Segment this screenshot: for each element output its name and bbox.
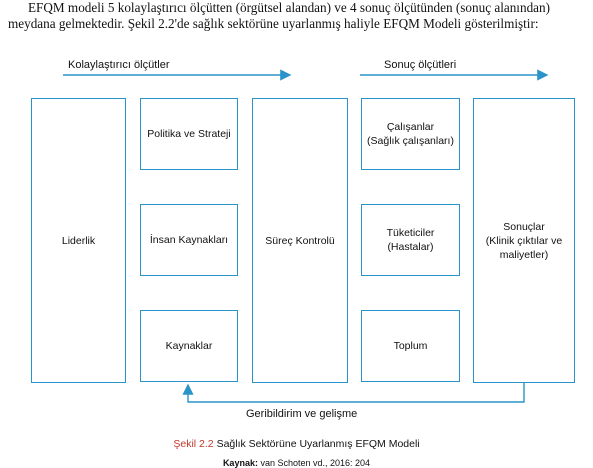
box-people: İnsan Kaynakları <box>140 204 238 276</box>
paragraph-line-1: EFQM modeli 5 kolaylaştırıcı ölçütten (ö… <box>28 0 551 15</box>
intro-paragraph: EFQM modeli 5 kolaylaştırıcı ölçütten (ö… <box>8 0 593 32</box>
box-results: Sonuçlar (Klinik çıktılar ve maliyetler) <box>473 98 575 383</box>
box-employees: Çalışanlar (Sağlık çalışanları) <box>361 98 460 170</box>
results-label: Sonuç ölçütleri <box>384 59 457 71</box>
process-label: Süreç Kontrolü <box>265 234 335 247</box>
source-label: Kaynak: <box>222 458 258 468</box>
box-customers: Tüketiciler (Hastalar) <box>361 204 460 276</box>
feedback-label: Geribildirim ve gelişme <box>246 408 358 420</box>
paragraph-line-2: meydana gelmektedir. Şekil 2.2'de sağlık… <box>8 16 539 31</box>
policy-label: Politika ve Strateji <box>147 128 231 140</box>
figure-title: Sağlık Sektörüne Uyarlanmış EFQM Modeli <box>216 438 420 450</box>
box-process-control: Süreç Kontrolü <box>252 98 348 383</box>
box-leadership: Liderlik <box>31 98 126 383</box>
customers-label: Tüketiciler (Hastalar) <box>386 227 435 253</box>
figure-caption: Şekil 2.2 Sağlık Sektörüne Uyarlanmış EF… <box>0 438 593 450</box>
people-label: İnsan Kaynakları <box>149 234 229 246</box>
employees-label: Çalışanlar (Sağlık çalışanları) <box>367 121 454 147</box>
box-policy-strategy: Politika ve Strateji <box>140 98 238 170</box>
box-resources: Kaynaklar <box>140 310 238 382</box>
results-box-label: Sonuçlar (Klinik çıktılar ve maliyetler) <box>485 220 563 261</box>
society-label: Toplum <box>393 340 428 352</box>
source-text: van Schoten vd., 2016: 204 <box>260 458 371 468</box>
figure-number: Şekil 2.2 <box>173 438 214 450</box>
enablers-label: Kolaylaştırıcı ölçütler <box>68 59 170 71</box>
leadership-label: Liderlik <box>61 234 96 247</box>
figure-source: Kaynak: van Schoten vd., 2016: 204 <box>0 458 593 468</box>
resources-label: Kaynaklar <box>165 340 213 352</box>
box-society: Toplum <box>361 310 460 382</box>
feedback-arrow <box>182 380 525 403</box>
